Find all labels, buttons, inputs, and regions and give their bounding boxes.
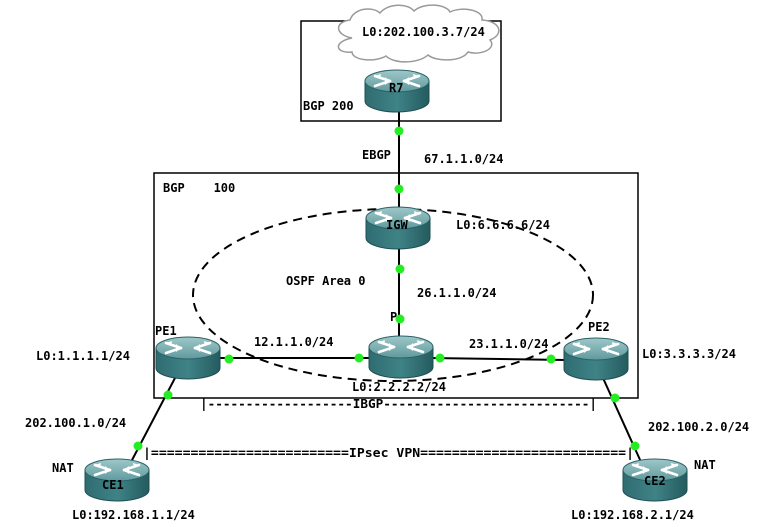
ce2-loopback: L0:192.168.2.1/24 (571, 508, 694, 522)
cloud-loopback-label: L0:202.100.3.7/24 (362, 25, 485, 39)
net-r7-igw: 67.1.1.0/24 (424, 152, 503, 166)
net-igw-p: 26.1.1.0/24 (417, 286, 496, 300)
net-p-pe2: 23.1.1.0/24 (469, 337, 548, 351)
link-p-pe2 (429, 357, 566, 361)
ebgp-label: EBGP (362, 148, 391, 162)
ibgp-label: |-------------------IBGP----------------… (200, 397, 597, 411)
pe2-name: PE2 (588, 320, 610, 334)
ipsec-vpn-label: |=========================IPsec VPN=====… (143, 446, 634, 460)
p-name: P (390, 310, 397, 324)
port-indicators (133, 126, 640, 451)
igw-loopback: L0:6.6.6.6/24 (456, 218, 550, 232)
net-pe1-p: 12.1.1.0/24 (254, 335, 333, 349)
ce2-nat-tag: NAT (694, 458, 716, 472)
router-pe2-icon[interactable] (562, 336, 630, 382)
bgp-100-box (153, 172, 639, 399)
router-pe1-icon[interactable] (154, 335, 222, 381)
ce2-name: CE2 (644, 474, 666, 488)
router-p-icon[interactable] (367, 334, 435, 380)
ospf-area-label: OSPF Area 0 (286, 274, 365, 288)
net-pe1-ce1: 202.100.1.0/24 (25, 416, 126, 430)
pe1-name: PE1 (155, 324, 177, 338)
ce1-nat-tag: NAT (52, 461, 74, 475)
ce1-loopback: L0:192.168.1.1/24 (72, 508, 195, 522)
igw-name: IGW (386, 218, 408, 232)
r7-name: R7 (389, 81, 403, 95)
ospf-area-boundary (192, 208, 594, 382)
bgp-200-label: BGP 200 (303, 99, 354, 113)
bgp-100-label: BGP 100 (163, 181, 235, 195)
cloud-icon (337, 4, 500, 63)
ce1-name: CE1 (102, 478, 124, 492)
p-loopback: L0:2.2.2.2/24 (352, 380, 446, 394)
pe2-loopback: L0:3.3.3.3/24 (642, 347, 736, 361)
net-pe2-ce2: 202.100.2.0/24 (648, 420, 749, 434)
pe1-loopback: L0:1.1.1.1/24 (36, 349, 130, 363)
